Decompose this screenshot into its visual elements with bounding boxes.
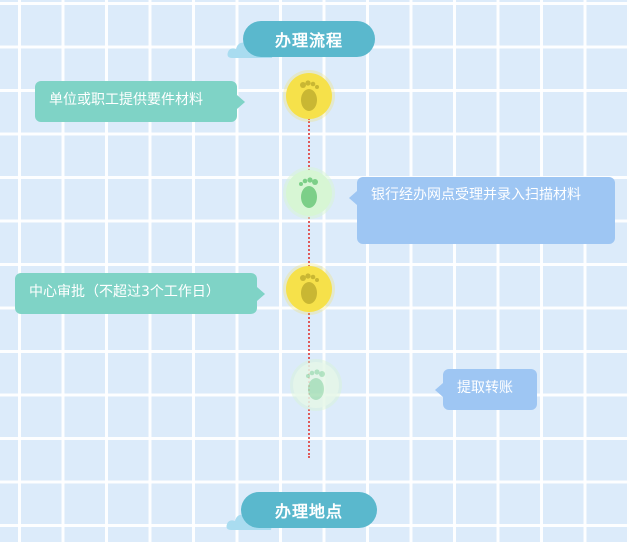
step-2-node xyxy=(286,170,332,216)
footprint-icon xyxy=(299,177,318,208)
footprint-icon xyxy=(300,80,319,111)
process-title: 办理流程 xyxy=(243,21,375,57)
step-2-bubble: 银行经办网点受理并录入扫描材料 xyxy=(349,177,615,244)
step-4-bubble: 提取转账 xyxy=(435,369,537,410)
step-2-text: 银行经办网点受理并录入扫描材料 xyxy=(371,187,581,203)
step-4-text: 提取转账 xyxy=(457,380,513,396)
footprint-icon xyxy=(300,273,319,304)
step-3-text: 中心审批（不超过3个工作日） xyxy=(29,284,220,300)
location-title: 办理地点 xyxy=(241,492,377,528)
step-4-node xyxy=(293,362,339,408)
step-3-bubble: 中心审批（不超过3个工作日） xyxy=(15,273,265,314)
step-1-text: 单位或职工提供要件材料 xyxy=(49,92,203,108)
step-1-node xyxy=(286,73,332,119)
step-3-node xyxy=(286,266,332,312)
step-1-bubble: 单位或职工提供要件材料 xyxy=(35,81,245,122)
footprint-icon xyxy=(306,369,325,400)
